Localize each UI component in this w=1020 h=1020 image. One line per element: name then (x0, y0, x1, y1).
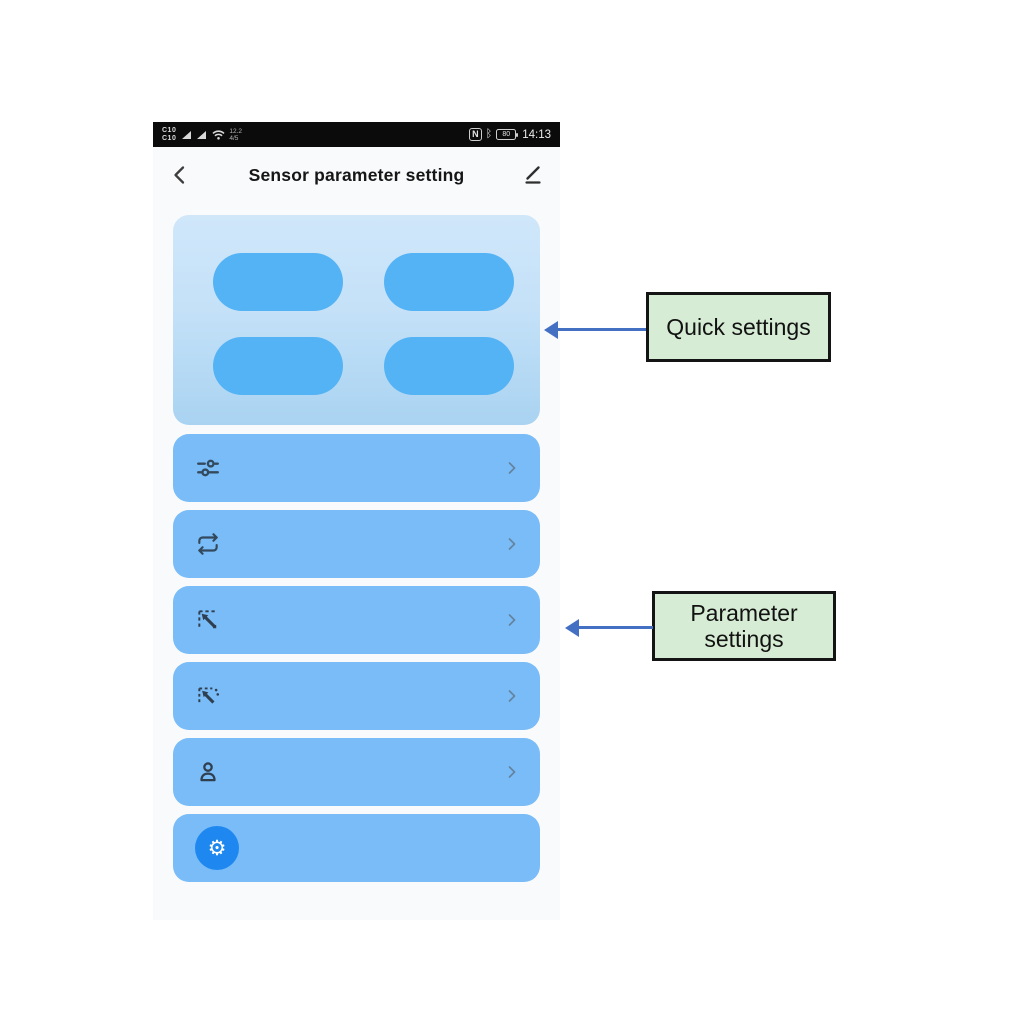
settings-gear-badge-icon: ⚙ (195, 826, 239, 870)
dual-sim-indicator: C10 C10 (162, 127, 176, 143)
bluetooth-icon: ᛒ (485, 128, 493, 140)
signal-triangle-icon (182, 130, 192, 139)
phone-screenshot: C10 C10 12.2 4/5 N ᛒ 80 (153, 122, 560, 920)
chevron-right-icon (508, 462, 516, 474)
parameter-settings-arrow (578, 626, 653, 629)
signal-triangle-icon (197, 130, 207, 139)
status-time: 14:13 (522, 128, 551, 141)
status-bar: C10 C10 12.2 4/5 N ᛒ 80 (153, 122, 560, 147)
quick-settings-callout-label: Quick settings (666, 313, 811, 340)
parameter-settings-arrowhead-icon (565, 619, 579, 637)
network-speed: 12.2 4/5 (229, 128, 242, 142)
parameter-row-detection-distance[interactable] (173, 586, 540, 654)
quick-settings-arrowhead-icon (544, 321, 558, 339)
app-header: Sensor parameter setting (153, 147, 560, 203)
page-title: Sensor parameter setting (248, 164, 465, 185)
status-right-cluster: N ᛒ 80 14:13 (469, 128, 551, 141)
battery-level: 80 (502, 131, 511, 138)
parameter-row-settings[interactable]: ⚙ (173, 814, 540, 882)
quick-toggle-pill-1[interactable] (213, 253, 343, 311)
parameter-row-presence[interactable] (173, 738, 540, 806)
quick-settings-card (173, 215, 540, 425)
status-left-cluster: C10 C10 12.2 4/5 (162, 127, 242, 143)
net-speed-top: 12.2 (229, 127, 242, 135)
detection-distance-icon (198, 610, 217, 629)
gear-glyph: ⚙ (207, 836, 227, 860)
sim1-badge: C10 (162, 126, 177, 134)
chevron-right-icon (508, 690, 516, 702)
parameter-row-repeat[interactable] (173, 510, 540, 578)
net-speed-bottom: 4/5 (229, 134, 239, 142)
back-chevron-icon[interactable] (169, 163, 193, 187)
parameter-row-sliders[interactable] (173, 434, 540, 502)
parameter-settings-callout: Parameter settings (652, 591, 836, 661)
quick-toggle-pill-3[interactable] (213, 337, 343, 395)
parameter-settings-callout-label: Parameter settings (690, 599, 798, 652)
repeat-icon (198, 533, 218, 555)
quick-toggle-pill-2[interactable] (384, 253, 514, 311)
quick-settings-callout: Quick settings (646, 292, 831, 362)
edit-pencil-icon[interactable] (522, 163, 546, 187)
sim2-badge: C10 (162, 134, 177, 142)
wifi-icon (212, 129, 225, 140)
chevron-right-icon (508, 538, 516, 550)
chevron-right-icon (508, 614, 516, 626)
settings-content: ⚙ (173, 215, 540, 890)
chevron-right-icon (508, 766, 516, 778)
battery-icon: 80 (496, 129, 519, 140)
presence-person-icon (200, 762, 216, 782)
parameter-row-detection-distance-alt[interactable] (173, 662, 540, 730)
nfc-icon: N (469, 128, 482, 141)
sliders-icon (197, 459, 219, 477)
detection-distance-alt-icon (198, 687, 220, 704)
quick-settings-arrow (557, 328, 646, 331)
quick-toggle-pill-4[interactable] (384, 337, 514, 395)
